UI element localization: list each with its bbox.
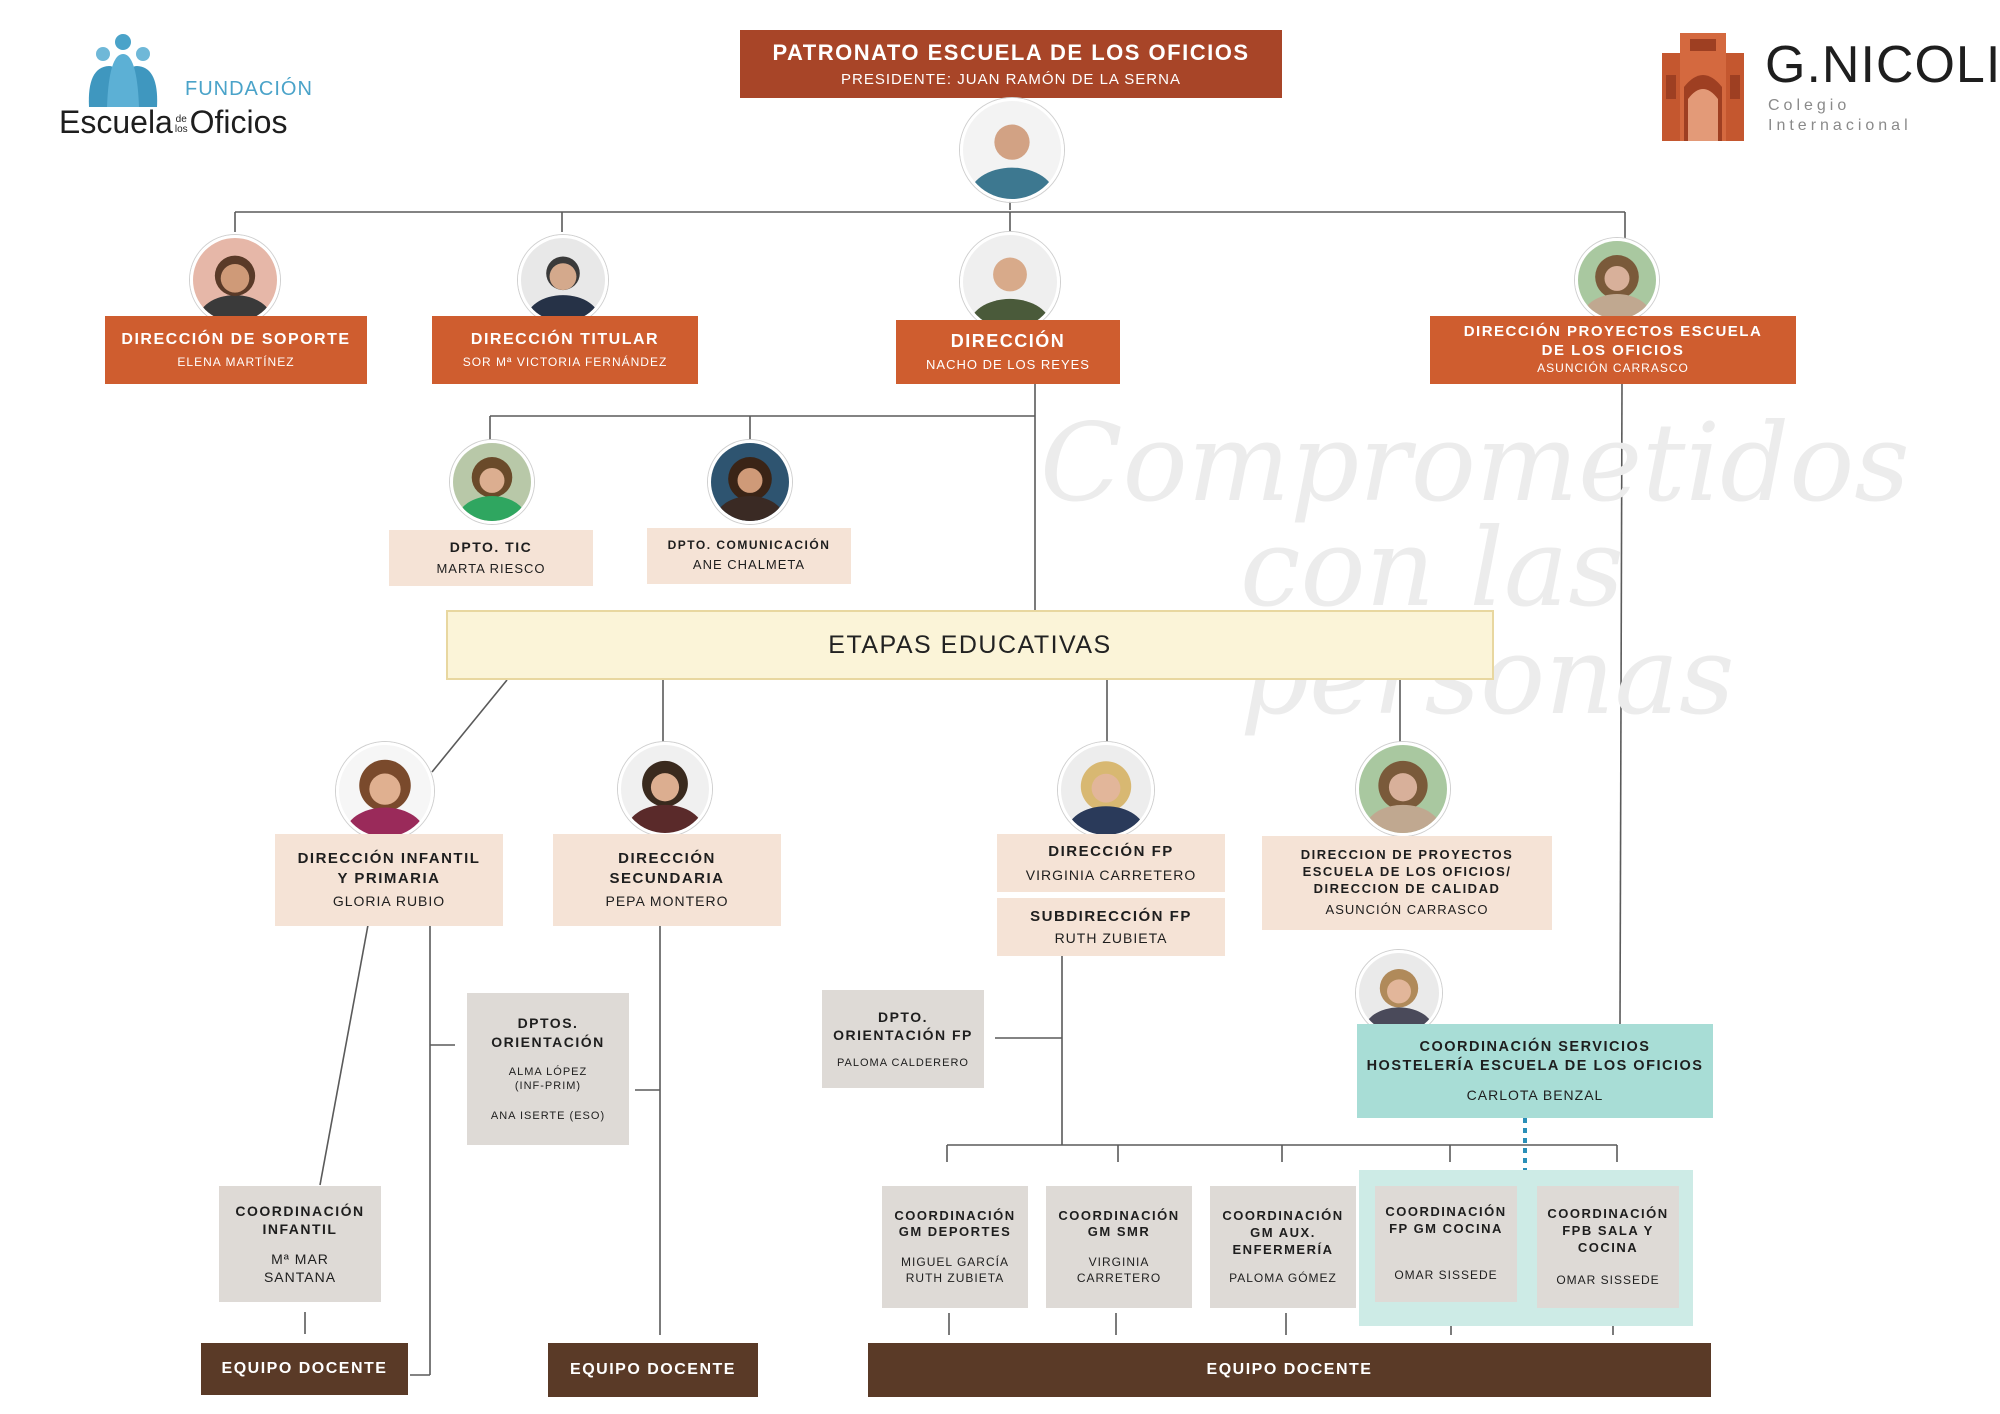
equipo-docente-label: EQUIPO DOCENTE xyxy=(1207,1360,1373,1381)
coordinacion-infantil-name: Mª MAR SANTANA xyxy=(264,1250,336,1286)
dpto-orientacion-fp-name: PALOMA CALDERERO xyxy=(837,1056,969,1070)
coordinacion-hosteleria-title: COORDINACIÓN SERVICIOS HOSTELERÍA ESCUEL… xyxy=(1367,1038,1704,1076)
direccion-titular-name: SOR Mª VICTORIA FERNÁNDEZ xyxy=(463,355,668,371)
gnicoli-line-2: Internacional xyxy=(1768,117,1912,135)
patronato-title: PATRONATO ESCUELA DE LOS OFICIOS xyxy=(772,39,1249,68)
coordinacion-fpb-title: COORDINACIÓN FPB SALA Y COCINA xyxy=(1547,1206,1668,1257)
direccion-calidad-name: ASUNCIÓN CARRASCO xyxy=(1326,902,1489,919)
dpto-orientacion-fp-title: DPTO. ORIENTACIÓN FP xyxy=(833,1008,973,1044)
coordinacion-hosteleria-box: COORDINACIÓN SERVICIOS HOSTELERÍA ESCUEL… xyxy=(1357,1024,1713,1118)
direccion-box: DIRECCIÓN NACHO DE LOS REYES xyxy=(896,320,1120,384)
dpto-tic-title: DPTO. TIC xyxy=(450,538,532,556)
direccion-infantil-name: GLORIA RUBIO xyxy=(333,892,445,910)
coordinacion-infantil-box: COORDINACIÓN INFANTIL Mª MAR SANTANA xyxy=(219,1186,381,1302)
avatar-calidad xyxy=(1356,742,1450,836)
coordinacion-smr-title: COORDINACIÓN GM SMR xyxy=(1058,1208,1179,1242)
dptos-orientacion-box: DPTOS. ORIENTACIÓN ALMA LÓPEZ (INF-PRIM)… xyxy=(467,993,629,1145)
logo-word-oficios: Oficios xyxy=(190,104,288,140)
dpto-tic-box: DPTO. TIC MARTA RIESCO xyxy=(389,530,593,586)
direccion-soporte-name: ELENA MARTÍNEZ xyxy=(177,355,294,371)
dpto-orientacion-fp-box: DPTO. ORIENTACIÓN FP PALOMA CALDERERO xyxy=(822,990,984,1088)
avatar-infantil xyxy=(336,742,434,840)
gnicoli-logo: G.NICOLI Colegio Internacional xyxy=(1660,25,1980,145)
coordinacion-smr-box: COORDINACIÓN GM SMR VIRGINIA CARRETERO xyxy=(1046,1186,1192,1308)
subdireccion-fp-name: RUTH ZUBIETA xyxy=(1055,929,1168,947)
coordinacion-smr-name: VIRGINIA CARRETERO xyxy=(1077,1255,1161,1286)
dptos-orientacion-name-1: ALMA LÓPEZ (INF-PRIM) xyxy=(509,1065,587,1094)
dpto-tic-name: MARTA RIESCO xyxy=(436,561,545,578)
direccion-calidad-title: DIRECCION DE PROYECTOS ESCUELA DE LOS OF… xyxy=(1301,847,1514,898)
coordinacion-enfermeria-name: PALOMA GÓMEZ xyxy=(1229,1271,1337,1287)
coordinacion-infantil-title: COORDINACIÓN INFANTIL xyxy=(235,1202,364,1238)
subdireccion-fp-box: SUBDIRECCIÓN FP RUTH ZUBIETA xyxy=(997,898,1225,956)
direccion-titular-title: DIRECCIÓN TITULAR xyxy=(471,330,659,351)
coordinacion-fpb-box: COORDINACIÓN FPB SALA Y COCINA OMAR SISS… xyxy=(1537,1186,1679,1308)
coordinacion-deportes-title: COORDINACIÓN GM DEPORTES xyxy=(894,1208,1015,1242)
avatar-direccion xyxy=(960,232,1060,332)
direccion-fp-name: VIRGINIA CARRETERO xyxy=(1026,866,1196,884)
patronato-president: PRESIDENTE: JUAN RAMÓN DE LA SERNA xyxy=(841,70,1181,90)
etapas-educativas-label: ETAPAS EDUCATIVAS xyxy=(828,631,1111,660)
dptos-orientacion-name-2: ANA ISERTE (ESO) xyxy=(491,1109,605,1123)
gnicoli-line-1: Colegio xyxy=(1768,97,1850,115)
direccion-infantil-box: DIRECCIÓN INFANTIL Y PRIMARIA GLORIA RUB… xyxy=(275,834,503,926)
direccion-fp-title: DIRECCIÓN FP xyxy=(1048,842,1174,862)
logo-fundacion-text: FUNDACIÓN xyxy=(185,78,313,101)
coordinacion-deportes-box: COORDINACIÓN GM DEPORTES MIGUEL GARCÍA R… xyxy=(882,1186,1028,1308)
coordinacion-cocina-box: COORDINACIÓN FP GM COCINA OMAR SISSEDE xyxy=(1375,1186,1517,1302)
direccion-secundaria-box: DIRECCIÓN SECUNDARIA PEPA MONTERO xyxy=(553,834,781,926)
avatar-comunicacion xyxy=(708,440,792,524)
direccion-secundaria-title: DIRECCIÓN SECUNDARIA xyxy=(609,849,724,888)
direccion-infantil-title: DIRECCIÓN INFANTIL Y PRIMARIA xyxy=(298,849,481,888)
direccion-calidad-box: DIRECCION DE PROYECTOS ESCUELA DE LOS OF… xyxy=(1262,836,1552,930)
equipo-docente-label: EQUIPO DOCENTE xyxy=(570,1360,736,1381)
dptos-orientacion-title: DPTOS. ORIENTACIÓN xyxy=(491,1014,604,1050)
direccion-proyectos-title: DIRECCIÓN PROYECTOS ESCUELA DE LOS OFICI… xyxy=(1464,323,1763,361)
direccion-secundaria-name: PEPA MONTERO xyxy=(606,892,729,910)
patronato-box: PATRONATO ESCUELA DE LOS OFICIOS PRESIDE… xyxy=(740,30,1282,98)
direccion-soporte-box: DIRECCIÓN DE SOPORTE ELENA MARTÍNEZ xyxy=(105,316,367,384)
coordinacion-cocina-title: COORDINACIÓN FP GM COCINA xyxy=(1385,1204,1506,1238)
direccion-soporte-title: DIRECCIÓN DE SOPORTE xyxy=(121,330,350,351)
direccion-title: DIRECCIÓN xyxy=(951,330,1066,353)
avatar-fp xyxy=(1058,742,1154,838)
etapas-educativas-band: ETAPAS EDUCATIVAS xyxy=(446,610,1494,680)
watermark-line-1: Comprometidos xyxy=(1040,410,1910,518)
dpto-comunicacion-box: DPTO. COMUNICACIÓN ANE CHALMETA xyxy=(647,528,851,584)
equipo-docente-fp: EQUIPO DOCENTE xyxy=(868,1343,1711,1397)
direccion-titular-box: DIRECCIÓN TITULAR SOR Mª VICTORIA FERNÁN… xyxy=(432,316,698,384)
equipo-docente-infantil: EQUIPO DOCENTE xyxy=(201,1343,408,1395)
avatar-proyectos xyxy=(1575,238,1659,322)
coordinacion-cocina-name: OMAR SISSEDE xyxy=(1394,1268,1497,1284)
gnicoli-name: G.NICOLI xyxy=(1765,35,2000,95)
direccion-proyectos-name: ASUNCIÓN CARRASCO xyxy=(1537,361,1689,377)
logo-word-escuela: Escuela xyxy=(59,104,173,140)
coordinacion-deportes-name: MIGUEL GARCÍA RUTH ZUBIETA xyxy=(901,1255,1009,1286)
direccion-proyectos-box: DIRECCIÓN PROYECTOS ESCUELA DE LOS OFICI… xyxy=(1430,316,1796,384)
avatar-secundaria xyxy=(618,742,712,836)
coordinacion-enfermeria-box: COORDINACIÓN GM AUX. ENFERMERÍA PALOMA G… xyxy=(1210,1186,1356,1308)
avatar-titular xyxy=(518,235,608,325)
direccion-name: NACHO DE LOS REYES xyxy=(926,357,1090,374)
direccion-fp-box: DIRECCIÓN FP VIRGINIA CARRETERO xyxy=(997,834,1225,892)
people-logo-icon xyxy=(83,32,163,110)
avatar-tic xyxy=(450,440,534,524)
coordinacion-enfermeria-title: COORDINACIÓN GM AUX. ENFERMERÍA xyxy=(1222,1208,1343,1259)
avatar-soporte xyxy=(190,235,280,325)
coordinacion-hosteleria-name: CARLOTA BENZAL xyxy=(1467,1086,1604,1104)
cathedral-logo-icon xyxy=(1660,25,1746,143)
subdireccion-fp-title: SUBDIRECCIÓN FP xyxy=(1030,907,1192,927)
coordinacion-fpb-name: OMAR SISSEDE xyxy=(1556,1273,1659,1289)
avatar-presidente xyxy=(960,98,1064,202)
dpto-comunicacion-name: ANE CHALMETA xyxy=(693,557,805,574)
equipo-docente-label: EQUIPO DOCENTE xyxy=(222,1359,388,1380)
equipo-docente-secundaria: EQUIPO DOCENTE xyxy=(548,1343,758,1397)
logo-word-los: los xyxy=(175,125,188,135)
dpto-comunicacion-title: DPTO. COMUNICACIÓN xyxy=(668,538,831,554)
